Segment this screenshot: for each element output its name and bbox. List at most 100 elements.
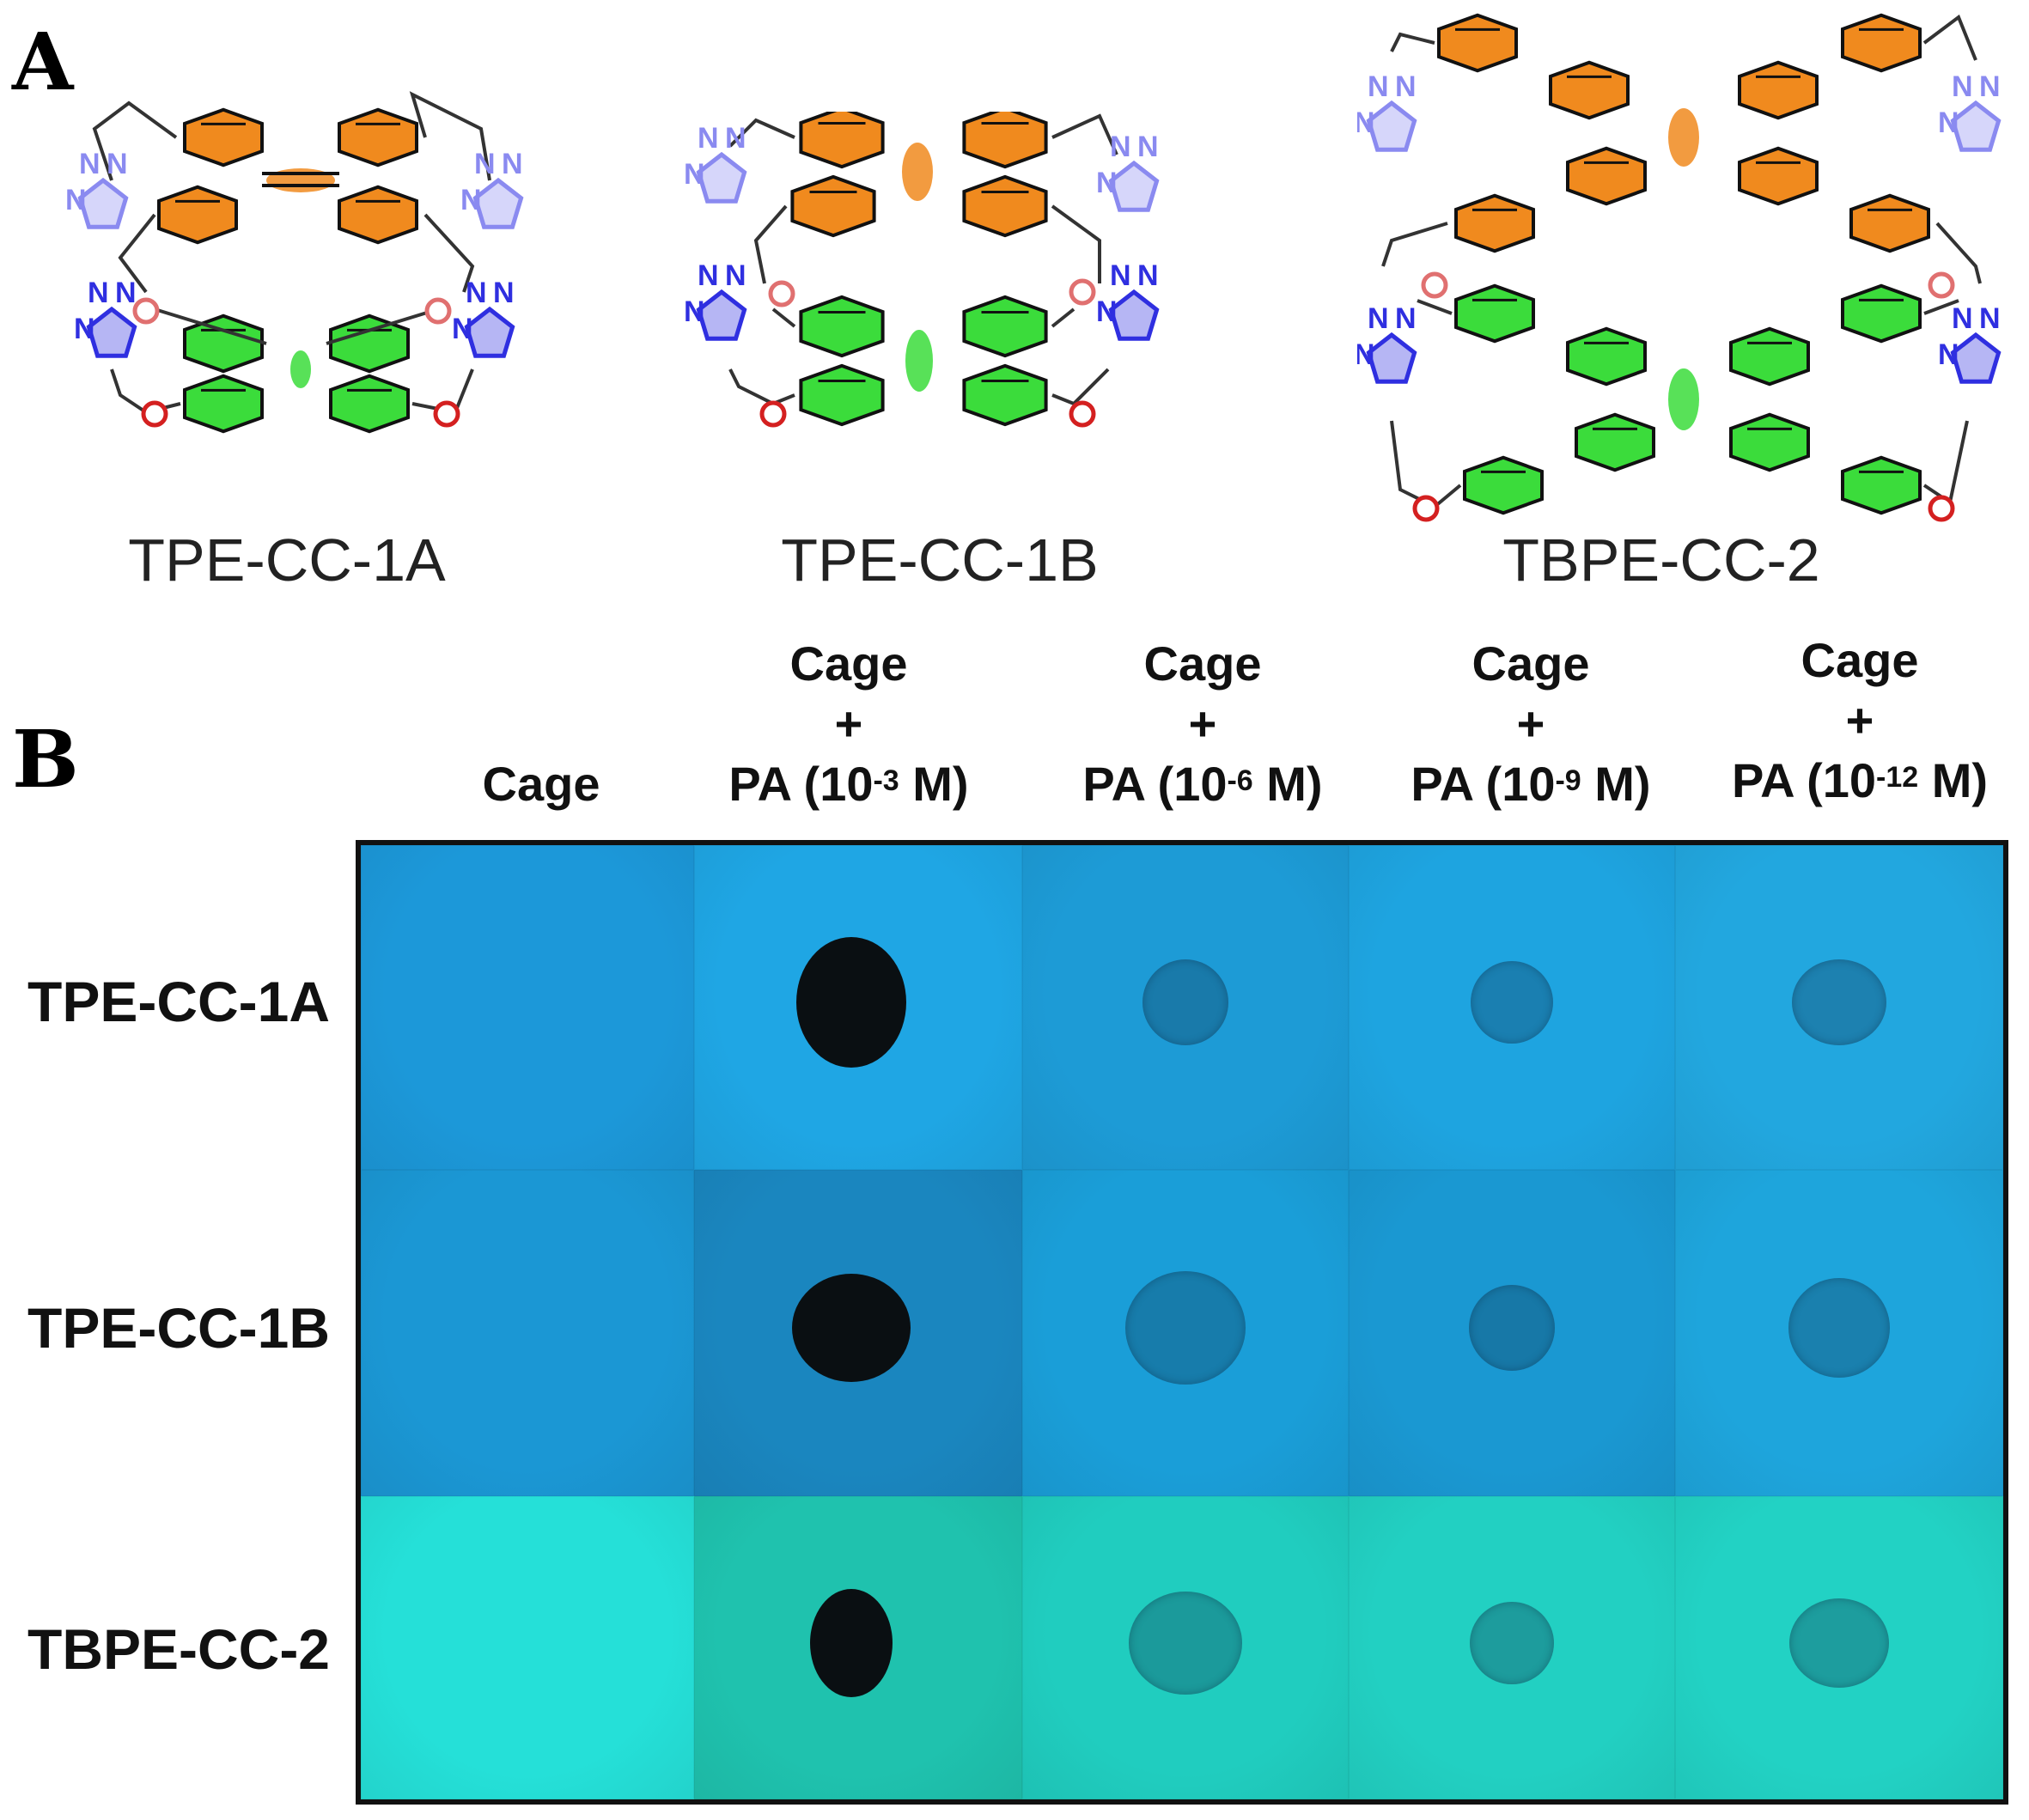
grid-cell — [1349, 1496, 1675, 1799]
faint-quench-spot — [1142, 959, 1228, 1045]
column-header-cage: Cage — [378, 754, 704, 814]
benzene-ring-orange — [1454, 193, 1535, 253]
benzene-ring-orange — [157, 185, 238, 245]
linker-bond — [728, 368, 795, 406]
oxygen-atom — [1421, 271, 1448, 299]
benzene-ring-orange — [1841, 13, 1922, 73]
nitrogen-label: N — [1938, 338, 1959, 371]
column-header-conc: PA (10-6 M) — [1039, 754, 1366, 814]
column-header-line: Cage — [1143, 636, 1262, 691]
grid-cell — [361, 1170, 694, 1496]
column-header-pa-6: Cage + PA (10-6 M) — [1039, 634, 1366, 814]
benzene-ring-green — [1575, 412, 1655, 472]
column-header-pa-3: Cage + PA (10-3 M) — [685, 634, 1012, 814]
linker-bond — [753, 204, 788, 284]
nitrogen-label: N — [698, 259, 719, 292]
faint-quench-spot — [1129, 1591, 1242, 1695]
oxygen-atom — [1928, 495, 1955, 522]
linker-bond — [1051, 307, 1075, 328]
triazole-ring — [1950, 100, 2002, 152]
oxygen-atom — [1069, 400, 1096, 428]
faint-quench-spot — [1792, 959, 1886, 1045]
central-alkene-highlight — [902, 143, 933, 201]
grid-cell — [1349, 1170, 1675, 1496]
oxygen-atom — [1412, 495, 1440, 522]
benzene-ring-green — [962, 363, 1048, 427]
nitrogen-label: N — [1368, 302, 1389, 335]
central-alkene-highlight — [1668, 108, 1699, 167]
nitrogen-label: N — [1357, 107, 1375, 139]
faint-quench-spot — [1470, 1601, 1554, 1684]
triazole-ring — [1950, 332, 2002, 384]
unit-text: M) — [1252, 757, 1323, 811]
benzene-ring-orange — [790, 174, 876, 238]
benzene-ring-green — [329, 374, 410, 434]
triazole-ring — [696, 151, 747, 204]
benzene-ring-green — [183, 374, 264, 434]
oxygen-atom — [1069, 278, 1096, 306]
faint-quench-spot — [1125, 1271, 1246, 1385]
benzene-ring-green — [962, 295, 1048, 358]
linker-bond — [1922, 420, 1969, 506]
linker-bond — [409, 91, 491, 181]
exponent: -6 — [1227, 764, 1253, 797]
grid-cell — [361, 1496, 694, 1799]
benzene-ring-orange — [1549, 60, 1630, 120]
faint-quench-spot — [1788, 1278, 1890, 1378]
benzene-ring-green — [799, 295, 885, 358]
benzene-ring-orange — [962, 174, 1048, 238]
linker-bond — [1051, 113, 1118, 155]
compound-name-1: TPE-CC-1A — [128, 527, 446, 593]
column-header-conc: PA (10-9 M) — [1368, 754, 1694, 814]
nitrogen-label: N — [1952, 70, 1973, 103]
benzene-ring-orange — [1437, 13, 1518, 73]
nitrogen-label: N — [452, 313, 473, 345]
column-header-line: Cage — [1801, 633, 1919, 687]
nitrogen-label: N — [1395, 302, 1417, 335]
pa-text: PA (10 — [728, 757, 874, 811]
linker-bond — [771, 307, 796, 328]
benzene-ring-orange — [338, 107, 418, 167]
linker-bond — [154, 307, 267, 345]
triazole-ring — [86, 306, 137, 358]
linker-bond — [1390, 420, 1462, 509]
nitrogen-label: N — [725, 122, 746, 155]
exponent: -9 — [1555, 764, 1581, 797]
column-header-plus: + — [834, 697, 863, 751]
linker-bond — [92, 100, 178, 181]
nitrogen-label: N — [1137, 131, 1159, 163]
nitrogen-label: N — [684, 158, 705, 191]
benzene-ring-green — [799, 363, 885, 427]
grid-cell — [1675, 1170, 2003, 1496]
central-alkene-highlight — [905, 330, 933, 392]
triazole-ring — [1108, 289, 1160, 341]
nitrogen-label: N — [1096, 167, 1118, 199]
triazole-ring — [472, 177, 524, 229]
benzene-ring-orange — [962, 112, 1048, 169]
row-label-tpe-cc-1b: TPE-CC-1B — [27, 1296, 331, 1360]
nitrogen-label: N — [79, 148, 101, 180]
row-label-tbpe-cc-2: TBPE-CC-2 — [27, 1617, 331, 1681]
nitrogen-label: N — [1368, 70, 1389, 103]
benzene-ring-green — [1463, 455, 1544, 515]
grid-cell — [1675, 1496, 2003, 1799]
grid-cell — [694, 1170, 1022, 1496]
column-header-pa-9: Cage + PA (10-9 M) — [1368, 634, 1694, 814]
pa-text: PA (10 — [1411, 757, 1556, 811]
column-header-line: Cage — [1471, 636, 1590, 691]
column-header-conc: PA (10-12 M) — [1692, 751, 2027, 811]
nitrogen-label: N — [107, 148, 128, 180]
unit-text: M) — [899, 757, 969, 811]
benzene-ring-green — [1841, 455, 1922, 515]
panel-a-letter: A — [12, 15, 74, 108]
faint-quench-spot — [1469, 1285, 1555, 1371]
benzene-ring-green — [1729, 326, 1810, 387]
triazole-ring — [696, 289, 747, 341]
benzene-ring-green — [329, 313, 410, 374]
grid-cell — [1022, 845, 1349, 1170]
nitrogen-label: N — [74, 313, 95, 345]
column-header-conc: PA (10-3 M) — [685, 754, 1012, 814]
benzene-ring-green — [1841, 283, 1922, 344]
nitrogen-label: N — [1395, 70, 1417, 103]
